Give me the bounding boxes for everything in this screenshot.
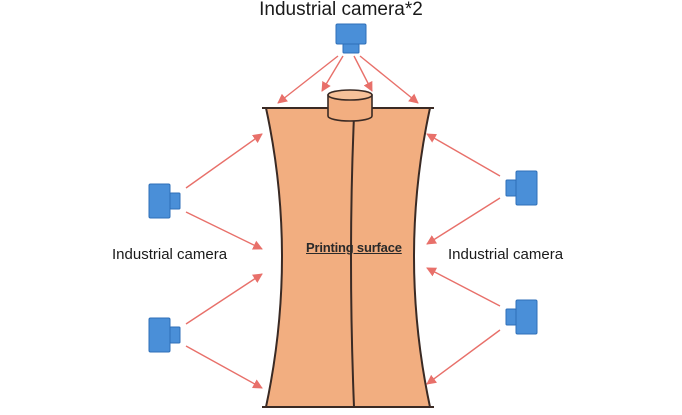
arrow-right-upper-2 <box>426 197 501 245</box>
surface-body <box>264 107 432 408</box>
printing-surface-label: Printing surface <box>306 240 402 255</box>
camera-arrows <box>185 55 501 389</box>
right-camera-label: Industrial camera <box>448 246 564 263</box>
arrow-left-lower-1 <box>185 273 263 325</box>
left-camera-label: Industrial camera <box>112 246 228 263</box>
camera-right-upper-icon <box>505 170 538 206</box>
camera-left-lower-icon <box>148 317 181 353</box>
arrow-top-1 <box>277 55 339 104</box>
arrow-right-upper-1 <box>426 133 501 177</box>
camera-right-lower-icon <box>505 299 538 335</box>
arrow-top-4 <box>359 55 419 104</box>
surface-cap <box>327 89 373 122</box>
top-camera-label: Industrial camera*2 <box>259 0 423 20</box>
arrow-right-lower-2 <box>426 329 501 385</box>
surface-seam <box>350 115 355 408</box>
arrow-left-upper-1 <box>185 133 263 189</box>
arrow-right-lower-1 <box>426 267 501 307</box>
arrow-top-3 <box>353 55 373 92</box>
arrow-top-2 <box>321 55 344 92</box>
arrow-left-lower-2 <box>185 345 263 389</box>
camera-left-upper-icon <box>148 183 181 219</box>
camera-top-icon <box>335 23 367 54</box>
printing-surface <box>262 107 434 408</box>
arrow-left-upper-2 <box>185 211 263 250</box>
